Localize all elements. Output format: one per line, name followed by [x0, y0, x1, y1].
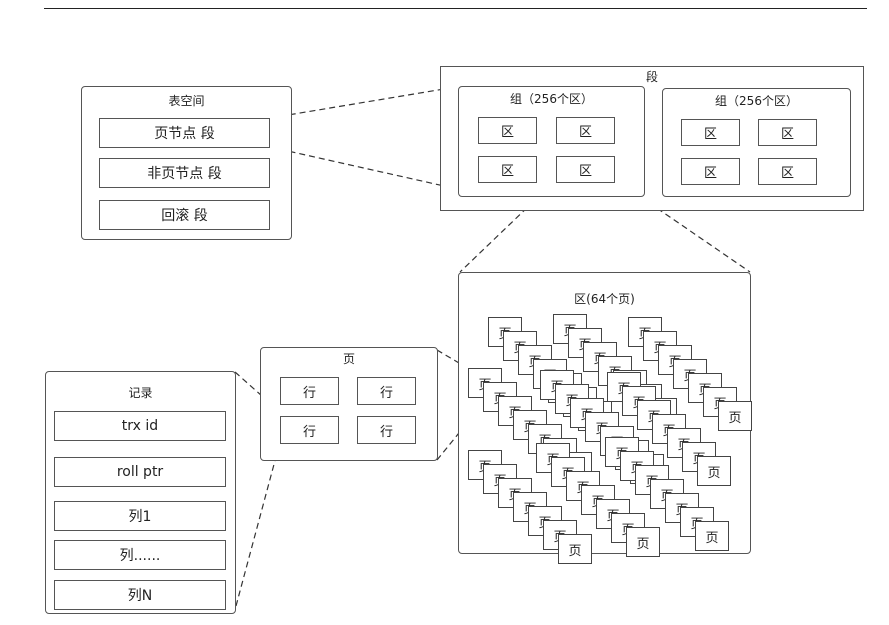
tablespace-title: 表空间 [168, 94, 205, 108]
extent-cell: 区 [556, 117, 615, 144]
extent-cell: 区 [478, 156, 537, 183]
record-box [45, 371, 236, 614]
extent-cell: 区 [681, 158, 740, 185]
segment-item: 非页节点 段 [99, 158, 270, 188]
row-cell: 行 [357, 416, 416, 444]
record-field: 列N [54, 580, 226, 610]
row-cell: 行 [357, 377, 416, 405]
page-item: 页 [718, 401, 752, 431]
row-cell: 行 [280, 416, 339, 444]
record-field: 列1 [54, 501, 226, 531]
connector-line [269, 85, 463, 119]
extent-cell: 区 [758, 158, 817, 185]
record-field: roll ptr [54, 457, 226, 487]
segment-item: 回滚 段 [99, 200, 270, 230]
segment-item: 页节点 段 [99, 118, 270, 148]
extent-cell: 区 [681, 119, 740, 146]
page-item: 页 [558, 534, 592, 564]
group-title: 组（256个区） [510, 92, 593, 106]
extent-cell: 区 [556, 156, 615, 183]
connector-line [615, 179, 751, 273]
connector-line [269, 146, 463, 191]
top-rule [44, 8, 867, 9]
page-item: 页 [626, 527, 660, 557]
row-cell: 行 [280, 377, 339, 405]
page-item: 页 [695, 521, 729, 551]
page-title: 页 [342, 352, 355, 366]
connector-line [436, 349, 477, 374]
record-field: trx id [54, 411, 226, 441]
connector-line [235, 441, 281, 607]
group-title: 组（256个区） [715, 94, 798, 108]
record-title: 记录 [128, 386, 153, 400]
extent-cell: 区 [758, 119, 817, 146]
extent-cell: 区 [478, 117, 537, 144]
page-item: 页 [697, 456, 731, 486]
record-field: 列...... [54, 540, 226, 570]
extent-title: 区(64个页) [574, 292, 635, 306]
segment-title: 段 [645, 70, 658, 84]
